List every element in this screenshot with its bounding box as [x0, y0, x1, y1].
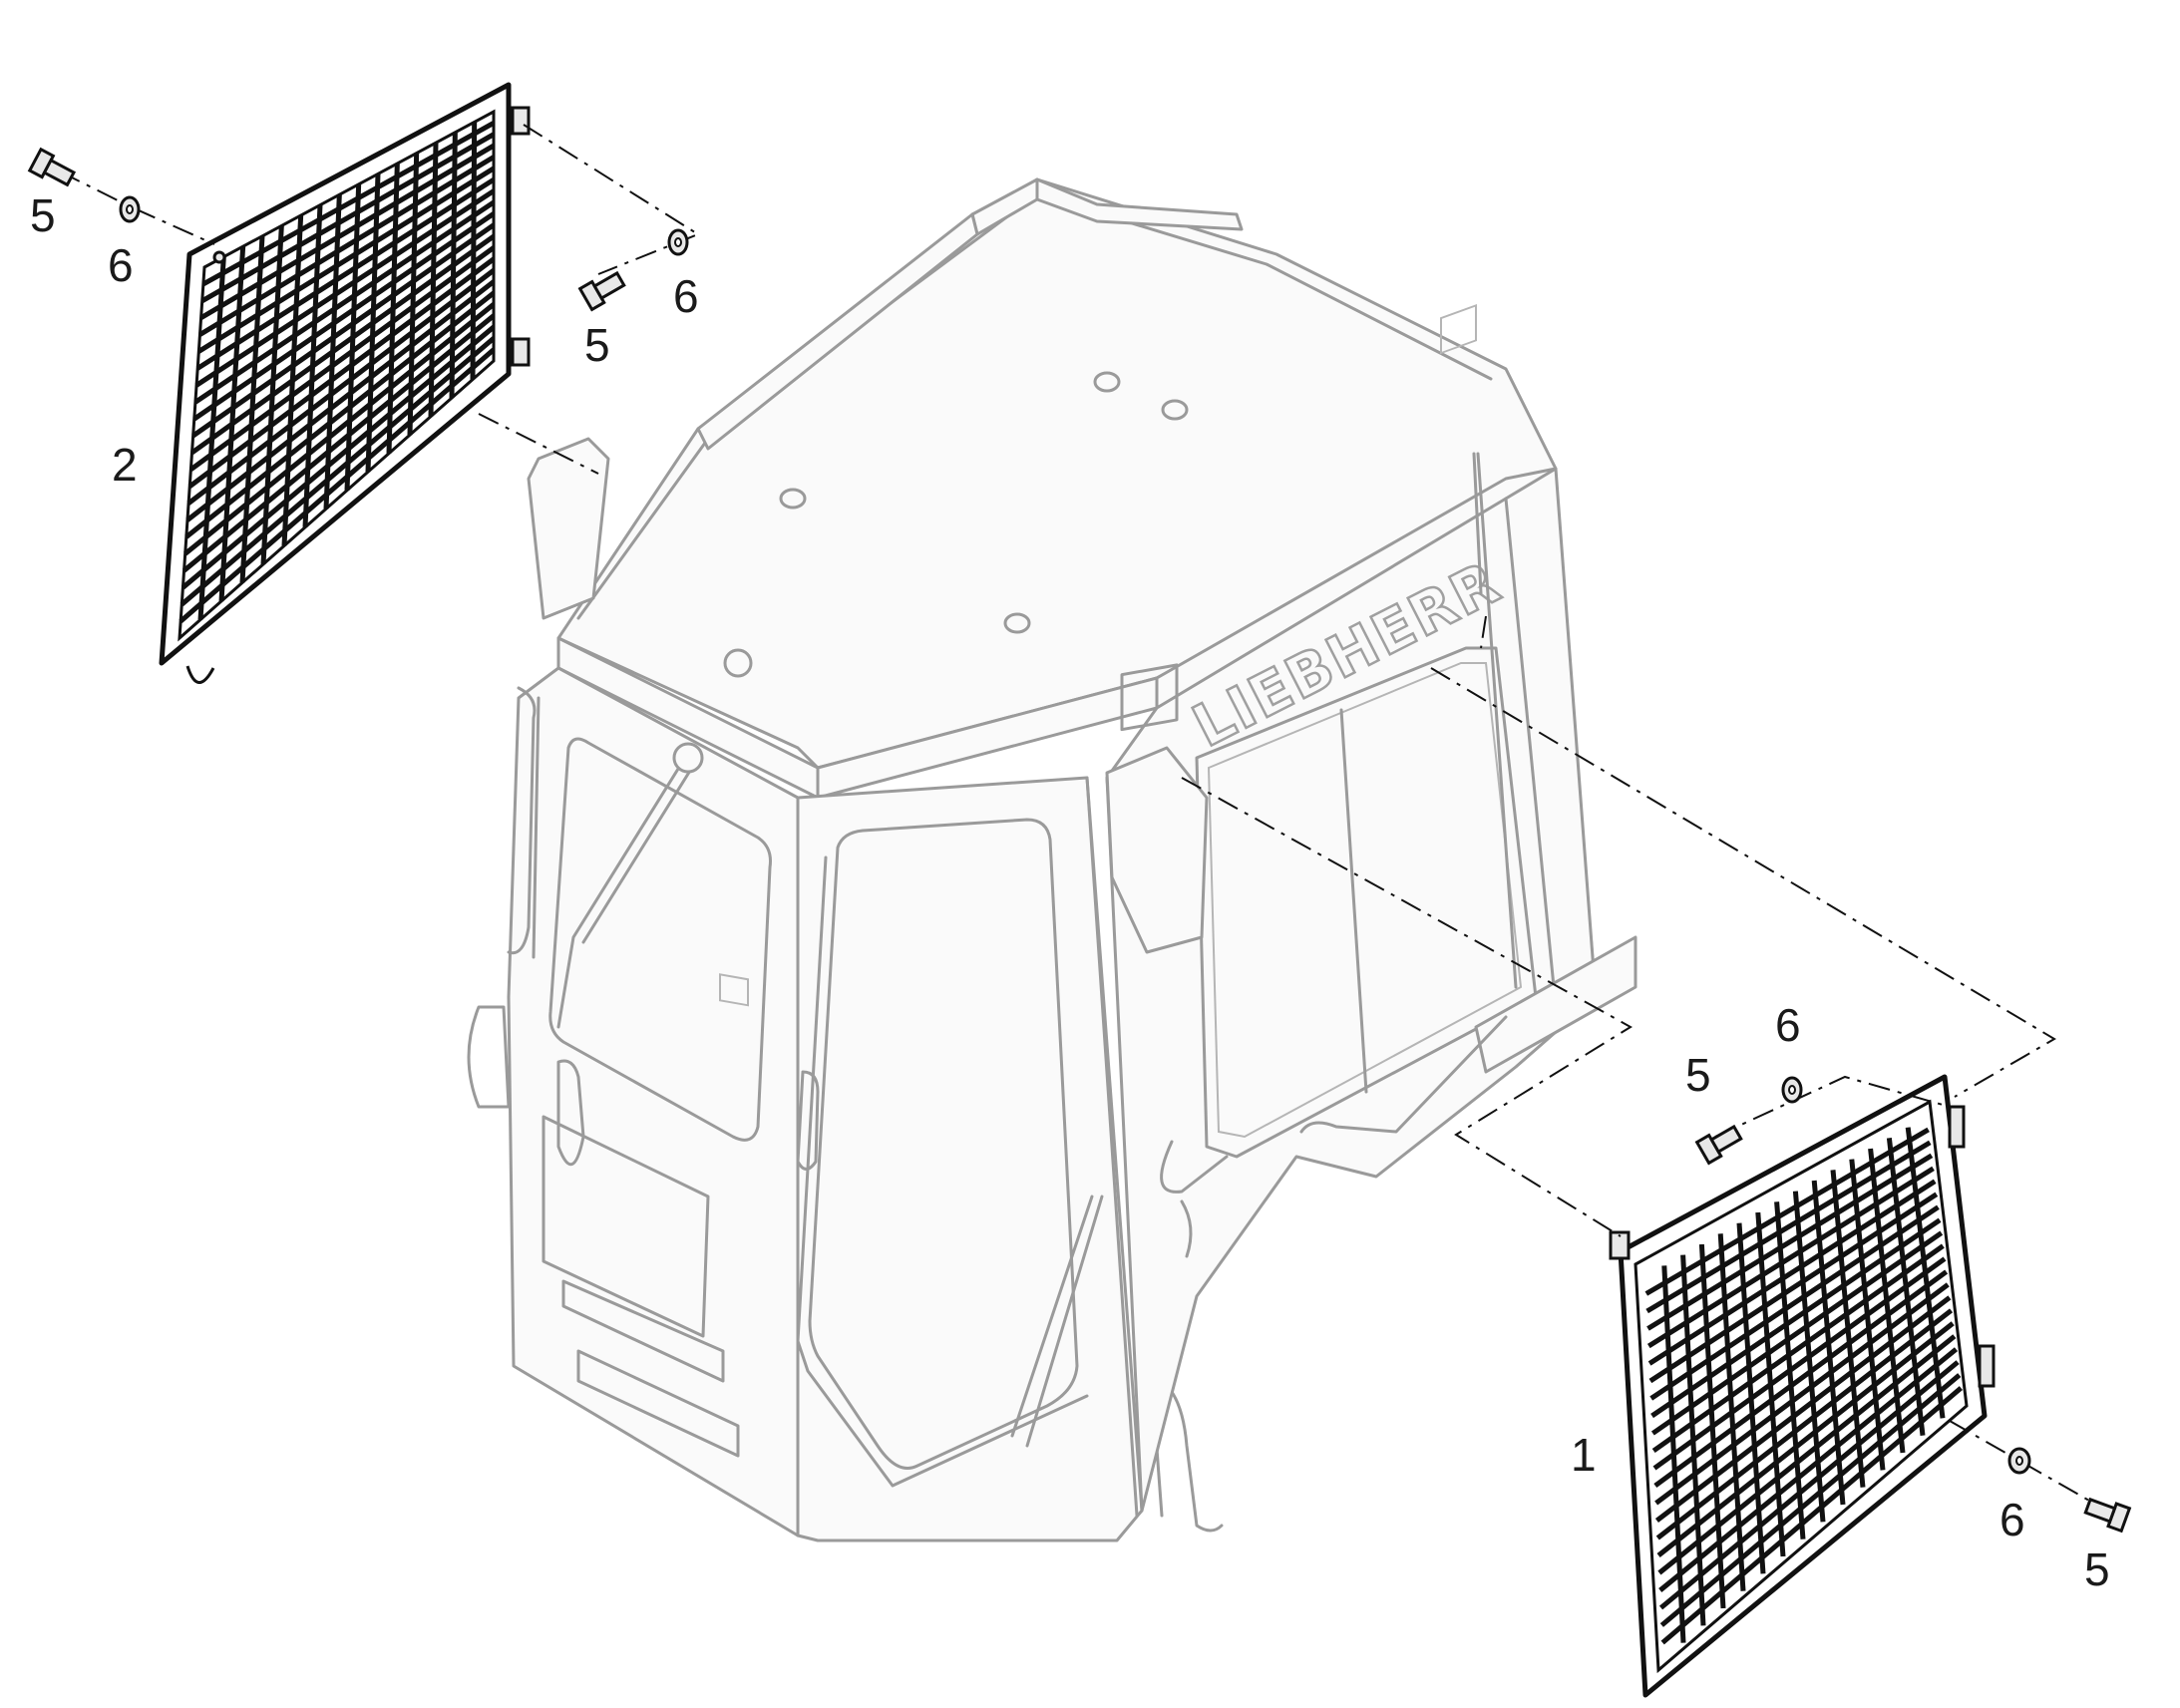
mesh-wire: [1644, 1127, 1930, 1296]
fasteners: [27, 147, 2132, 1534]
mesh-wire: [1654, 1295, 1952, 1523]
right-guard-mesh: [1644, 1127, 1963, 1645]
mesh-wire: [195, 177, 496, 371]
right-guard-frame: [1618, 1074, 1988, 1698]
mesh-wire: [191, 222, 496, 439]
mesh-wire: [1660, 1386, 1963, 1645]
washer-icon: [2007, 1447, 2031, 1475]
left-guard-frame: [159, 82, 512, 666]
side-mirror-bracket: [1105, 746, 1209, 954]
mesh-wire: [187, 256, 496, 489]
mesh-wire: [1651, 1243, 1945, 1454]
mesh-wire: [190, 233, 496, 456]
mesh-wire: [180, 336, 496, 607]
mesh-wire: [1645, 1140, 1932, 1314]
mesh-wire: [192, 211, 496, 422]
screw-icon: [1694, 1124, 1743, 1166]
front-window-guard: [159, 82, 531, 684]
mesh-wire: [1649, 1204, 1940, 1401]
mesh-wire: [1650, 1230, 1944, 1436]
mesh-wire: [181, 324, 496, 590]
mesh-wire: [188, 245, 496, 472]
mesh-wire: [1655, 1308, 1954, 1540]
mesh-wire: [1656, 1321, 1955, 1557]
mesh-wire: [193, 199, 496, 405]
mesh-wire: [1647, 1179, 1937, 1366]
mesh-wire: [184, 290, 496, 539]
mesh-wire: [183, 302, 496, 556]
callout-screw: 5: [30, 189, 56, 241]
mesh-wire: [1648, 1192, 1939, 1384]
operator-cab: LIEBHERR: [467, 177, 1637, 1542]
callout-washer: 6: [1999, 1494, 2025, 1545]
callout-left-guard: 2: [112, 439, 138, 491]
roof-bolts: [723, 371, 1189, 678]
mesh-wire: [1652, 1256, 1947, 1471]
washer-icon: [667, 228, 689, 256]
left-guard-side-tab: [511, 337, 531, 367]
cab-door-window: [808, 818, 1079, 1470]
mesh-wire: [1659, 1373, 1962, 1627]
callout-screw: 5: [584, 319, 610, 371]
screw-icon: [27, 147, 77, 187]
right-guard-top-tab: [1948, 1105, 1966, 1149]
left-guard-top-tab: [511, 106, 531, 136]
assembly-lines: [59, 124, 2090, 1502]
callout-screw: 5: [2084, 1543, 2110, 1595]
mesh-wire: [1646, 1166, 1935, 1349]
mesh-wire: [200, 132, 496, 303]
screw-icon: [2083, 1497, 2132, 1534]
mesh-wire: [1658, 1347, 1959, 1592]
mesh-wire: [194, 188, 496, 388]
mesh-wire: [179, 347, 496, 623]
callout-labels: 5 6 6 5 2 6 5 1 6 5: [30, 189, 2110, 1595]
mesh-wire: [1654, 1282, 1950, 1506]
mesh-wire: [186, 268, 496, 506]
screw-icon: [577, 270, 626, 312]
callout-right-guard: 1: [1571, 1429, 1597, 1481]
mesh-wire: [196, 166, 496, 354]
mesh-wire: [1646, 1153, 1934, 1331]
left-guard-bracket: [527, 437, 610, 620]
mesh-wire: [1650, 1217, 1942, 1419]
mesh-wire: [1653, 1269, 1949, 1489]
left-guard-mesh: [179, 121, 496, 623]
mesh-wire: [1658, 1360, 1960, 1610]
mesh-wire: [201, 121, 496, 287]
callout-washer: 6: [673, 270, 699, 322]
side-window-guard: [1609, 1074, 1996, 1698]
cab-front-face: [507, 666, 800, 1537]
mesh-wire: [1657, 1334, 1957, 1575]
washer-icon: [119, 195, 141, 223]
mesh-wire: [198, 155, 496, 337]
right-guard-side-tab: [1978, 1344, 1996, 1388]
washer-icon: [1781, 1076, 1803, 1104]
callout-screw: 5: [1685, 1049, 1711, 1101]
mesh-wire: [185, 279, 496, 522]
mesh-wire: [199, 143, 496, 320]
cab-front-window: [548, 737, 772, 1142]
mesh-wire: [182, 313, 496, 573]
callout-washer: 6: [108, 239, 134, 291]
callout-washer: 6: [1775, 999, 1801, 1051]
